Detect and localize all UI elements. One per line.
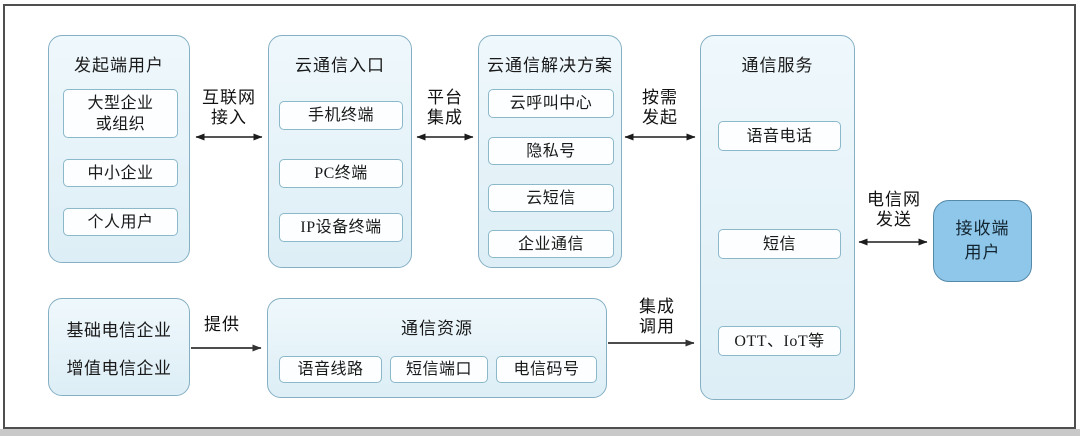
item-cloud-sms: 云短信 — [488, 184, 614, 212]
label-provide: 提供 — [204, 315, 240, 334]
item-sms-port: 短信端口 — [390, 356, 488, 383]
group-cloud-solutions-title: 云通信解决方案 — [487, 56, 613, 75]
item-ott-iot: OTT、IoT等 — [718, 326, 841, 356]
item-ip-device-terminal: IP设备终端 — [279, 213, 403, 242]
group-comm-resources-title: 通信资源 — [401, 319, 473, 338]
line-value-added-telecom-enterprise: 增值电信企业 — [66, 358, 172, 378]
group-cloud-entrance-title: 云通信入口 — [295, 56, 385, 75]
label-internet-access: 互联网 接入 — [202, 88, 256, 127]
group-telecom-enterprises: 基础电信企业 增值电信企业 — [48, 298, 190, 396]
item-voice-line: 语音线路 — [279, 356, 382, 383]
item-mobile-terminal: 手机终端 — [279, 101, 403, 130]
label-platform-integration: 平台 集成 — [427, 88, 463, 127]
item-cloud-call-center: 云呼叫中心 — [488, 89, 614, 118]
group-cloud-entrance: 云通信入口 手机终端 PC终端 IP设备终端 — [268, 35, 412, 268]
group-comm-resources: 通信资源 语音线路 短信端口 电信码号 — [267, 298, 607, 398]
item-large-enterprise-or-org: 大型企业 或组织 — [63, 89, 178, 138]
group-cloud-solutions: 云通信解决方案 云呼叫中心 隐私号 云短信 企业通信 — [478, 35, 622, 268]
item-individual-user: 个人用户 — [63, 208, 178, 236]
item-pc-terminal: PC终端 — [279, 159, 403, 188]
group-comm-services-title: 通信服务 — [741, 56, 814, 75]
item-privacy-number: 隐私号 — [488, 137, 614, 165]
item-voice-call: 语音电话 — [718, 121, 841, 151]
group-comm-services: 通信服务 语音电话 短信 OTT、IoT等 — [700, 35, 855, 400]
item-enterprise-communication: 企业通信 — [488, 230, 614, 258]
item-telecom-code-number: 电信码号 — [496, 356, 597, 383]
label-integrated-call: 集成 调用 — [639, 297, 675, 336]
item-small-medium-enterprise: 中小企业 — [63, 159, 178, 187]
bottom-border-strip — [0, 429, 1080, 436]
box-receiving-user: 接收端 用户 — [933, 200, 1032, 282]
line-basic-telecom-enterprise: 基础电信企业 — [66, 320, 172, 340]
item-sms: 短信 — [718, 229, 841, 259]
label-on-demand-initiate: 按需 发起 — [642, 88, 678, 127]
label-telecom-network-send: 电信网 发送 — [867, 190, 921, 229]
group-originating-users-title: 发起端用户 — [74, 56, 164, 75]
group-originating-users: 发起端用户 大型企业 或组织 中小企业 个人用户 — [48, 35, 190, 263]
